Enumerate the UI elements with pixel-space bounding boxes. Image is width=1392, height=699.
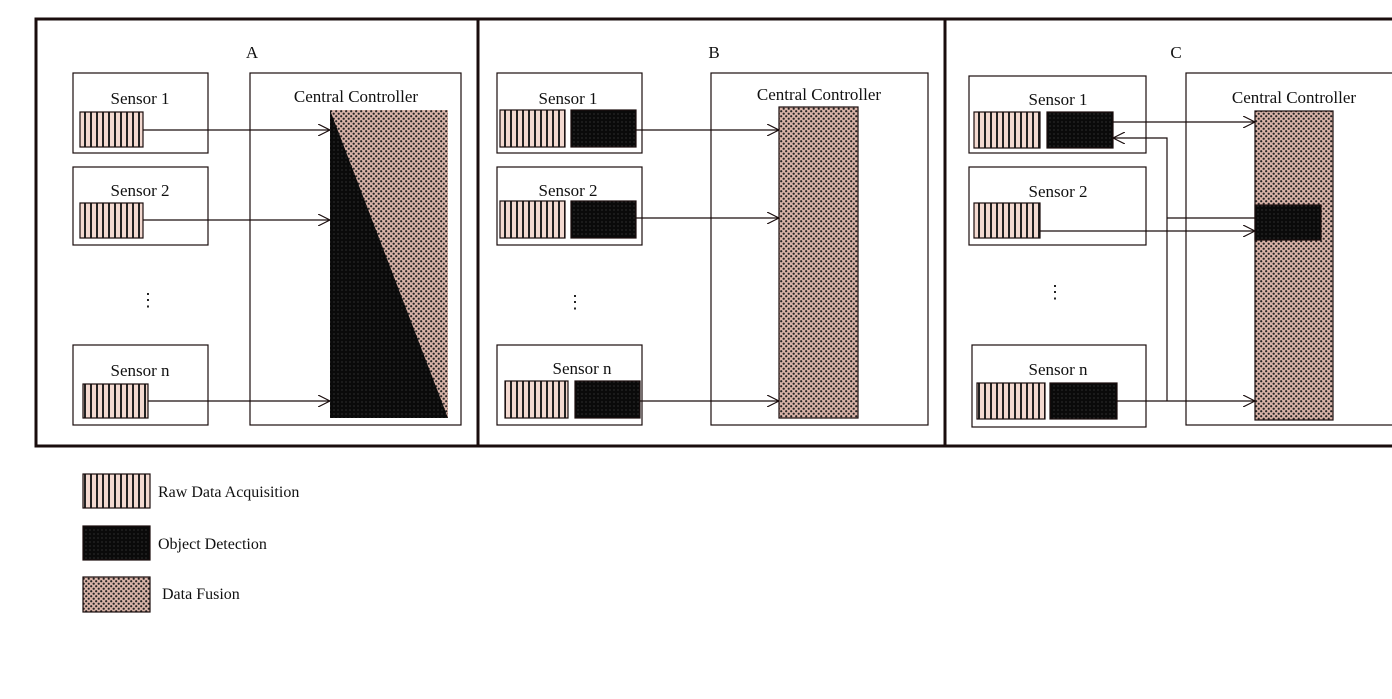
ellipsis: ⋮ xyxy=(566,292,584,312)
legend: Raw Data Acquisition Object Detection Da… xyxy=(82,473,299,613)
raw-data-block xyxy=(79,111,144,148)
object-detection-block xyxy=(1049,382,1118,420)
object-detection-block xyxy=(570,200,637,239)
central-controller-box xyxy=(710,72,929,426)
sensor-label: Sensor 1 xyxy=(1028,90,1087,109)
raw-data-block xyxy=(973,111,1041,149)
sensor-label: Sensor 1 xyxy=(538,89,597,108)
sensor-box xyxy=(496,72,643,154)
panel-a: A Sensor 1 Sensor 2 Sensor n ⋮ Central C… xyxy=(72,43,462,426)
central-controller-box xyxy=(1185,72,1392,426)
sensor-box xyxy=(72,72,209,154)
panel-b: B Sensor 1 Sensor 2 Sensor n ⋮ Central C… xyxy=(496,43,929,426)
object-detection-block xyxy=(570,109,637,148)
legend-label: Object Detection xyxy=(158,536,267,553)
controller-label: Central Controller xyxy=(294,87,419,106)
sensor-box xyxy=(968,166,1147,246)
legend-swatch-fusion xyxy=(82,576,151,613)
sensor-label: Sensor 2 xyxy=(1028,182,1087,201)
sensor-label: Sensor n xyxy=(110,361,170,380)
central-object-detection-block xyxy=(1254,204,1322,241)
raw-data-block xyxy=(82,383,149,419)
raw-data-block xyxy=(499,200,566,239)
legend-label: Data Fusion xyxy=(162,586,240,603)
outer-frame xyxy=(34,17,1392,448)
legend-label: Raw Data Acquisition xyxy=(158,484,299,501)
data-fusion-block xyxy=(1254,110,1334,421)
sensor-label: Sensor n xyxy=(1028,360,1088,379)
raw-data-block xyxy=(499,109,566,148)
sensor-label: Sensor 1 xyxy=(110,89,169,108)
raw-data-block xyxy=(79,202,144,239)
data-fusion-block xyxy=(778,106,859,419)
sensor-box xyxy=(72,166,209,246)
controller-label: Central Controller xyxy=(757,85,882,104)
raw-data-block xyxy=(504,380,569,419)
object-detection-block xyxy=(1046,111,1114,149)
sensor-label: Sensor n xyxy=(552,359,612,378)
object-detection-block xyxy=(574,380,641,419)
legend-swatch-detection xyxy=(82,525,151,561)
panel-label: B xyxy=(708,43,719,62)
legend-swatch-raw xyxy=(82,473,151,509)
object-detection-wedge xyxy=(330,110,448,418)
sensor-box xyxy=(496,166,643,246)
ellipsis: ⋮ xyxy=(1046,282,1064,302)
feedback-arrow xyxy=(1113,138,1168,401)
raw-data-block xyxy=(973,202,1041,239)
panel-c: C Sensor 1 Sensor 2 Sensor n ⋮ Central C… xyxy=(968,43,1392,428)
sensor-box xyxy=(72,344,209,426)
sensor-label: Sensor 2 xyxy=(110,181,169,200)
ellipsis: ⋮ xyxy=(139,290,157,310)
panel-label: A xyxy=(246,43,259,62)
central-controller-box xyxy=(249,72,462,426)
controller-label: Central Controller xyxy=(1232,88,1357,107)
panel-label: C xyxy=(1170,43,1181,62)
sensor-box xyxy=(496,344,643,426)
sensor-box xyxy=(971,344,1147,428)
sensor-box xyxy=(968,75,1147,154)
raw-data-block xyxy=(976,382,1046,420)
sensor-label: Sensor 2 xyxy=(538,181,597,200)
